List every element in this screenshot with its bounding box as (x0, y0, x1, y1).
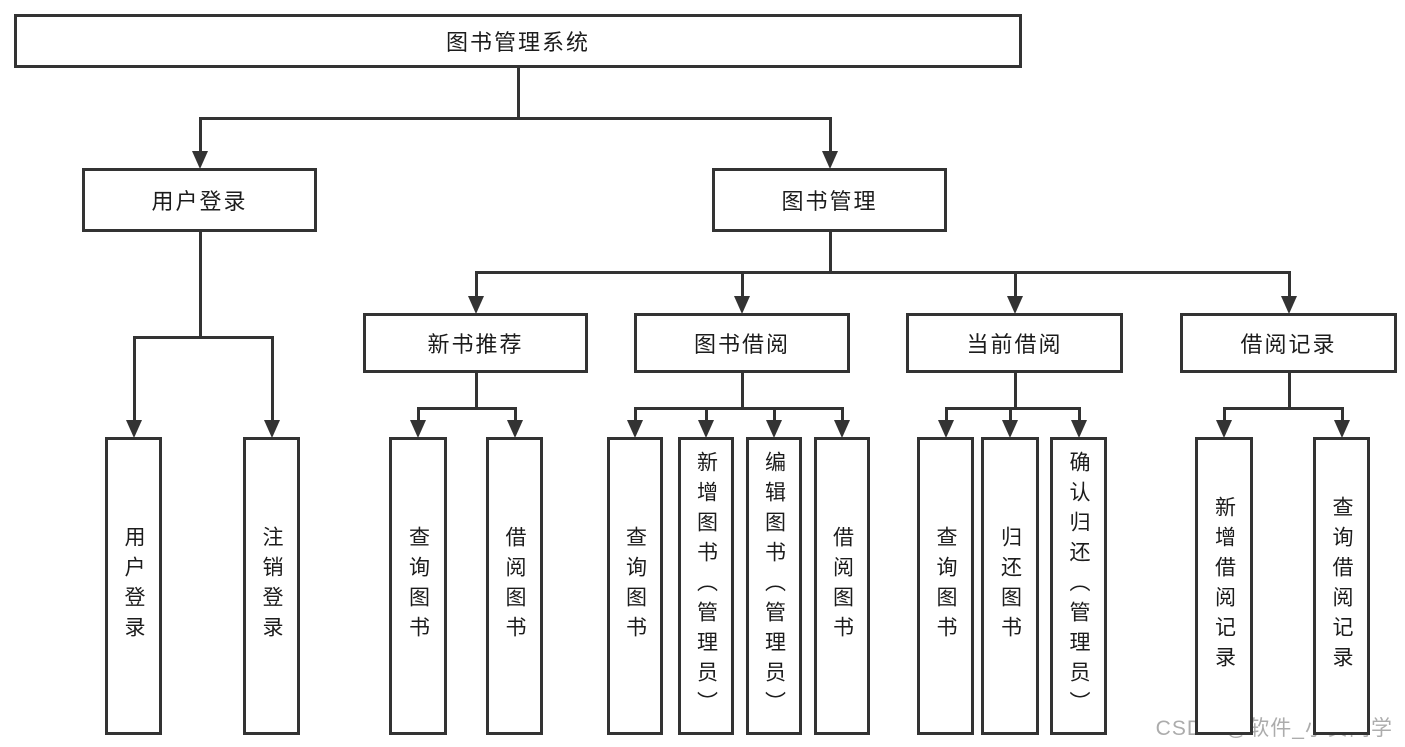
connector-drop (198, 118, 202, 152)
connector-drop (513, 408, 517, 421)
connector-drop (1013, 272, 1017, 297)
arrow-down-icon (126, 420, 142, 438)
node-leaf-borrow-book-rec: 借阅图书 (486, 437, 543, 735)
arrow-down-icon (834, 420, 850, 438)
node-leaf-query-book-rec: 查询图书 (389, 437, 447, 735)
connector-stem (516, 68, 520, 118)
node-leaf-borrow-book: 借阅图书 (814, 437, 870, 735)
arrow-down-icon (1281, 296, 1297, 314)
node-leaf-query-book-borrow: 查询图书 (607, 437, 663, 735)
connector-drop (1008, 408, 1012, 421)
connector-branch (633, 406, 844, 410)
node-label: 图书管理系统 (445, 30, 590, 55)
node-leaf-user-login: 用户登录 (105, 437, 162, 735)
arrow-down-icon (1002, 420, 1018, 438)
arrow-down-icon (264, 420, 280, 438)
arrow-down-icon (734, 296, 750, 314)
arrow-down-icon (1007, 296, 1023, 314)
arrow-down-icon (627, 420, 643, 438)
node-label: 当前借阅 (966, 332, 1063, 357)
node-leaf-return-book: 归还图书 (981, 437, 1039, 735)
connector-drop (270, 337, 274, 421)
connector-branch (416, 406, 517, 410)
node-label: 用户登录 (122, 526, 145, 646)
arrow-down-icon (766, 420, 782, 438)
arrow-down-icon (1334, 420, 1350, 438)
node-label: 查询图书 (934, 526, 957, 646)
arrow-down-icon (1071, 420, 1087, 438)
connector-drop (1340, 408, 1344, 421)
arrow-down-icon (698, 420, 714, 438)
connector-branch (474, 270, 1291, 274)
node-leaf-edit-book: 编辑图书（管理员） (746, 437, 802, 735)
arrow-down-icon (822, 151, 838, 169)
node-label: 新增图书（管理员） (694, 451, 718, 721)
node-label: 用户登录 (151, 189, 248, 214)
connector-drop (740, 272, 744, 297)
connector-stem (1287, 373, 1291, 408)
connector-branch (1222, 406, 1344, 410)
node-book-mgmt: 图书管理 (712, 168, 947, 232)
node-user-login: 用户登录 (82, 168, 317, 232)
node-book-borrow: 图书借阅 (634, 313, 850, 373)
connector-stem (740, 373, 744, 408)
arrow-down-icon (1216, 420, 1232, 438)
connector-stem (474, 373, 478, 408)
node-label: 注销登录 (260, 526, 283, 646)
node-leaf-add-book: 新增图书（管理员） (678, 437, 734, 735)
connector-drop (132, 337, 136, 421)
node-label: 查询图书 (406, 526, 430, 646)
node-label: 借阅图书 (503, 526, 526, 646)
node-new-book-rec: 新书推荐 (363, 313, 588, 373)
connector-drop (474, 272, 478, 297)
arrow-down-icon (468, 296, 484, 314)
connector-drop (633, 408, 637, 421)
arrow-down-icon (938, 420, 954, 438)
node-leaf-logout: 注销登录 (243, 437, 300, 735)
connector-drop (1222, 408, 1226, 421)
connector-branch (132, 335, 274, 339)
node-label: 图书借阅 (693, 332, 790, 357)
connector-drop (704, 408, 708, 421)
connector-drop (828, 118, 832, 152)
connector-stem (828, 232, 832, 272)
connector-drop (772, 408, 776, 421)
node-label: 图书管理 (781, 189, 878, 214)
node-label: 借阅图书 (830, 526, 854, 646)
arrow-down-icon (410, 420, 426, 438)
node-leaf-query-book-current: 查询图书 (917, 437, 974, 735)
node-label: 编辑图书（管理员） (762, 451, 786, 721)
connector-stem (198, 232, 202, 337)
node-current-borrow: 当前借阅 (906, 313, 1123, 373)
connector-branch (944, 406, 1081, 410)
connector-drop (944, 408, 948, 421)
node-leaf-add-borrow-record: 新增借阅记录 (1195, 437, 1253, 735)
connector-drop (1077, 408, 1081, 421)
node-label: 归还图书 (998, 526, 1022, 646)
node-label: 借阅记录 (1240, 332, 1337, 357)
node-borrow-records: 借阅记录 (1180, 313, 1397, 373)
connector-stem (1013, 373, 1017, 408)
node-leaf-query-borrow-record: 查询借阅记录 (1313, 437, 1370, 735)
connector-drop (416, 408, 420, 421)
node-leaf-confirm-return: 确认归还（管理员） (1050, 437, 1107, 735)
arrow-down-icon (507, 420, 523, 438)
connector-drop (840, 408, 844, 421)
node-label: 查询借阅记录 (1330, 496, 1353, 676)
node-label: 确认归还（管理员） (1067, 451, 1090, 721)
arrow-down-icon (192, 151, 208, 169)
node-label: 查询图书 (623, 526, 647, 646)
connector-branch (198, 116, 832, 120)
connector-drop (1287, 272, 1291, 297)
node-label: 新增借阅记录 (1212, 496, 1236, 676)
node-root: 图书管理系统 (14, 14, 1022, 68)
node-label: 新书推荐 (427, 332, 524, 357)
